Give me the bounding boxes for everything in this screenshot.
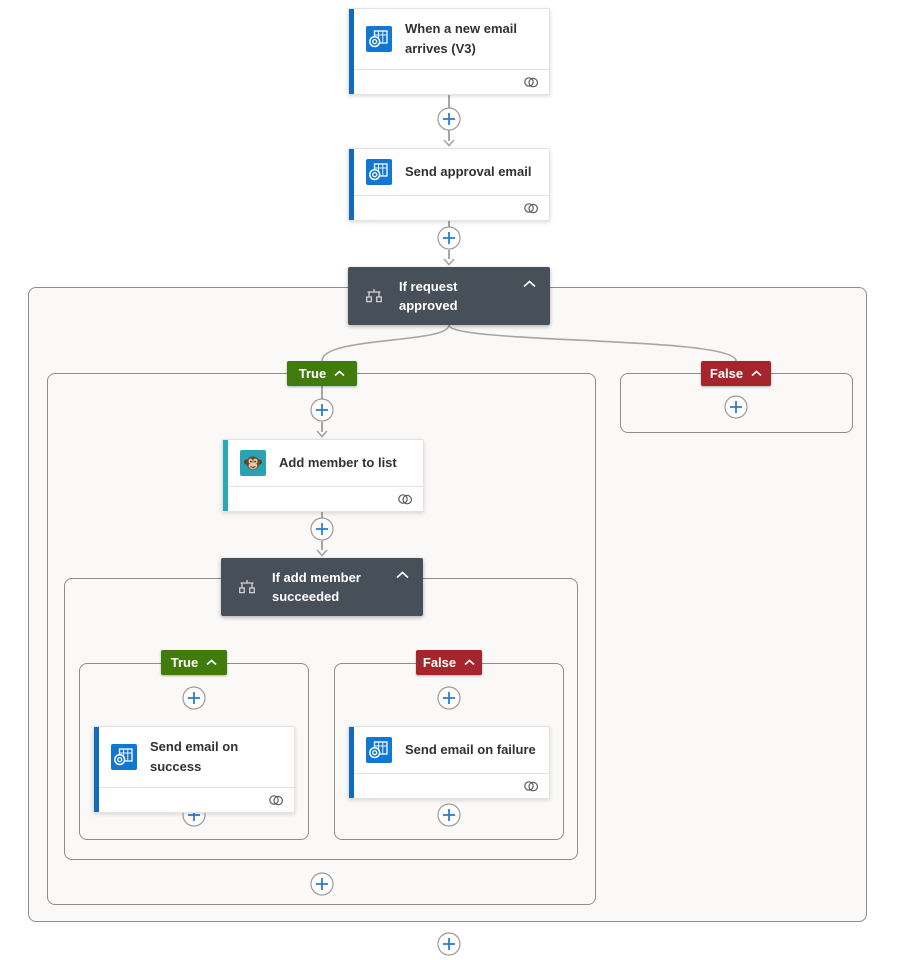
arrow-down-icon [443, 258, 455, 266]
trigger-card[interactable]: When a new email arrives (V3) [348, 8, 550, 95]
card-title: When a new email arrives (V3) [405, 21, 517, 56]
if-request-approved-card[interactable]: If request approved [348, 267, 550, 325]
add-action-button-end-of-flow[interactable] [437, 932, 461, 956]
card-title: Send email on failure [405, 742, 536, 757]
condition-icon [239, 580, 255, 594]
connector-accent-bar [94, 727, 99, 812]
inner-true-branch-badge[interactable]: True [161, 650, 227, 675]
add-member-to-list-card[interactable]: Add member to list [222, 439, 424, 512]
arrow-down-icon [443, 139, 455, 147]
add-action-button-false-branch[interactable] [724, 395, 748, 419]
send-email-on-success-card[interactable]: Send email on success [93, 726, 295, 813]
false-branch-label: False [422, 655, 457, 670]
mailchimp-icon [240, 450, 266, 476]
add-action-button-inner-false-top[interactable] [437, 686, 461, 710]
true-branch-label: True [298, 366, 327, 381]
card-title: Add member to list [279, 455, 397, 470]
condition-icon [366, 289, 382, 303]
connector-line [448, 250, 450, 259]
add-action-button-true-branch-bottom[interactable] [310, 872, 334, 896]
inner-false-branch-badge[interactable]: False [416, 650, 482, 675]
card-title: If request approved [399, 279, 458, 313]
true-branch-label: True [170, 655, 199, 670]
connector-line [321, 386, 323, 399]
chevron-up-icon[interactable] [396, 571, 409, 579]
arrow-down-icon [316, 430, 328, 438]
outlook-icon [366, 159, 392, 185]
chevron-up-icon[interactable] [523, 280, 536, 288]
card-title: If add member succeeded [272, 570, 361, 604]
add-action-button-after-approval[interactable] [437, 226, 461, 250]
chevron-up-icon[interactable] [464, 659, 475, 666]
outlook-icon [366, 26, 392, 52]
card-title: Send approval email [405, 164, 532, 179]
add-action-button-after-add-member[interactable] [310, 517, 334, 541]
add-action-button-inner-true-top[interactable] [182, 686, 206, 710]
chevron-up-icon[interactable] [206, 659, 217, 666]
add-action-button-true-branch-top[interactable] [310, 398, 334, 422]
connector-accent-bar [223, 440, 228, 511]
outlook-icon [366, 737, 392, 763]
connection-icon [398, 494, 412, 505]
add-action-button-inner-false-bottom[interactable] [437, 803, 461, 827]
outlook-icon [111, 744, 137, 770]
chevron-up-icon[interactable] [751, 370, 762, 377]
connector-accent-bar [349, 9, 354, 94]
connection-icon [524, 203, 538, 214]
if-add-member-succeeded-card[interactable]: If add member succeeded [221, 558, 423, 616]
send-email-on-failure-card[interactable]: Send email on failure [348, 726, 550, 799]
connector-line [321, 541, 323, 550]
send-approval-email-card[interactable]: Send approval email [348, 148, 550, 221]
connector-line [321, 422, 323, 432]
connection-icon [524, 781, 538, 792]
arrow-down-icon [316, 549, 328, 557]
connector-line [448, 94, 450, 108]
card-title: Send email on success [150, 739, 239, 774]
connector-accent-bar [349, 727, 354, 798]
add-action-button-after-trigger[interactable] [437, 107, 461, 131]
true-branch-badge[interactable]: True [287, 361, 357, 386]
chevron-up-icon[interactable] [334, 370, 345, 377]
connector-accent-bar [349, 149, 354, 220]
false-branch-badge[interactable]: False [701, 361, 771, 386]
connection-icon [524, 77, 538, 88]
connection-icon [269, 795, 283, 806]
false-branch-label: False [709, 366, 744, 381]
branch-fork-connector [321, 324, 737, 362]
connector-line [448, 130, 450, 141]
